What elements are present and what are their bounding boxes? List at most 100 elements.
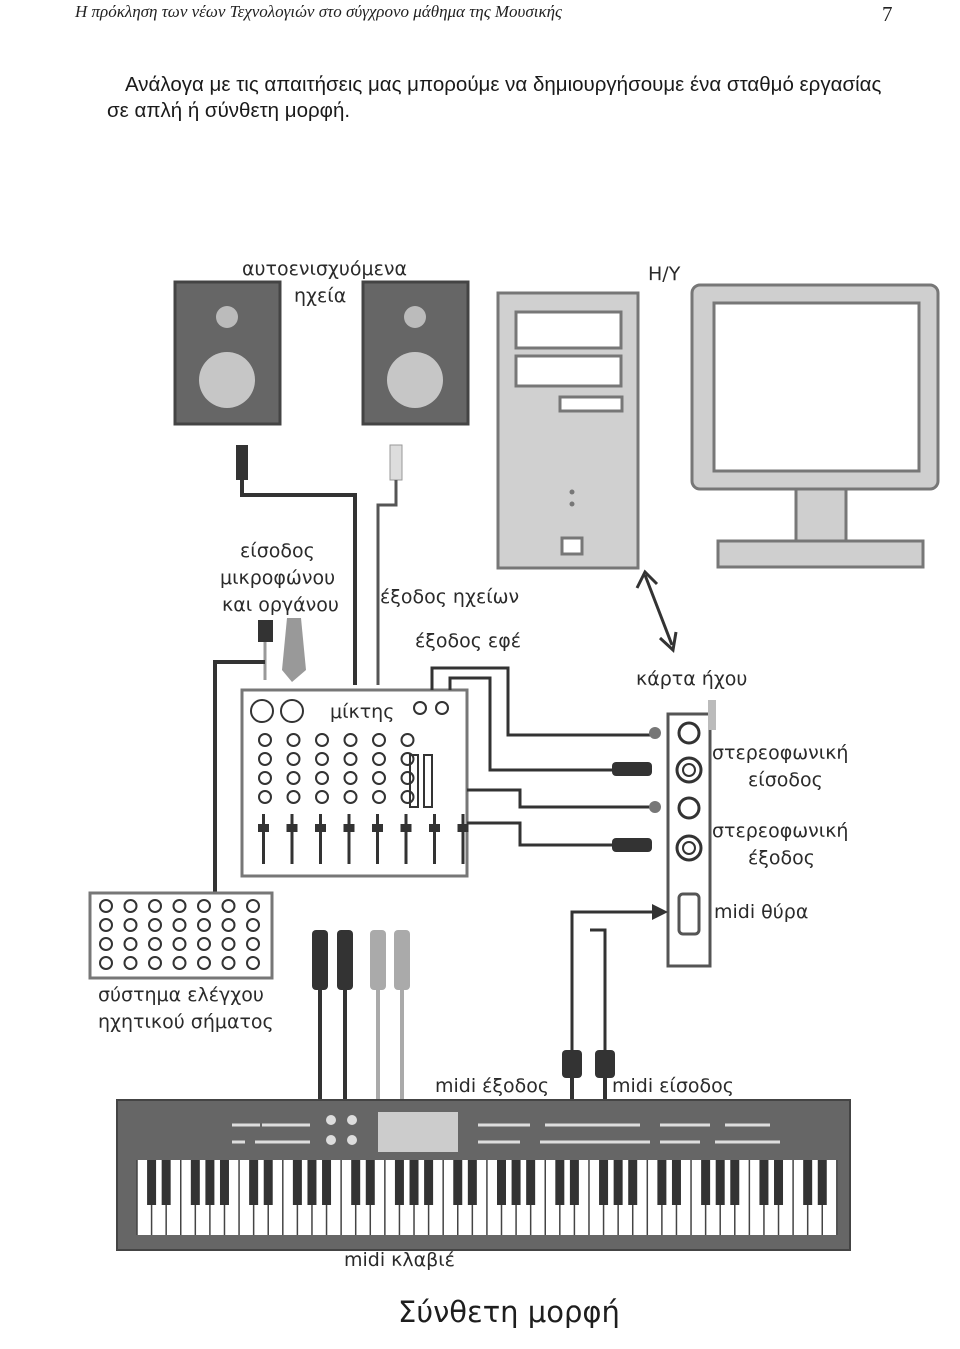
control-knob <box>172 956 187 970</box>
black-key <box>365 1160 375 1205</box>
mixer-knob <box>286 790 301 804</box>
control-knob <box>197 937 211 951</box>
control-knob <box>197 956 211 970</box>
label-control-system-line1: σύστημα ελέγχου <box>98 984 264 1006</box>
control-knob <box>148 937 162 951</box>
soundcard-plugs <box>612 727 661 852</box>
mixer-fader-track <box>290 814 294 864</box>
black-key <box>322 1160 332 1205</box>
mixer-knob <box>343 733 358 747</box>
mixer-knob <box>315 733 329 747</box>
label-speaker-out: έξοδος ηχείων <box>380 586 519 608</box>
black-key <box>701 1160 711 1205</box>
label-midi-keyboard: midi κλαβιέ <box>344 1249 455 1271</box>
label-pc: Η/Υ <box>648 263 681 285</box>
mixer-fader-track <box>319 814 322 864</box>
black-key <box>424 1160 434 1205</box>
control-knob <box>148 956 162 970</box>
black-key <box>613 1160 623 1205</box>
black-key <box>599 1160 609 1205</box>
control-knob <box>221 956 236 970</box>
control-knob <box>172 918 187 932</box>
black-key <box>569 1160 579 1205</box>
control-knob <box>221 918 236 932</box>
control-knob <box>99 918 113 932</box>
control-knob <box>197 899 211 913</box>
mixer-fader-cap <box>343 824 355 832</box>
label-midi-in: midi είσοδος <box>612 1075 734 1097</box>
black-key <box>511 1160 521 1205</box>
mixer-fader-track <box>461 814 465 864</box>
mixer-knob <box>343 790 358 804</box>
mixer-knob <box>315 771 329 785</box>
mixer-fader-cap <box>457 824 469 832</box>
mixer-knob <box>258 771 272 785</box>
label-speakers-line1: αυτοενισχυόμενα <box>242 258 407 280</box>
mixer-knob <box>343 752 358 766</box>
black-key <box>730 1160 740 1205</box>
mixer <box>240 688 469 878</box>
mixer-fader-cap <box>429 824 440 832</box>
black-key <box>526 1160 536 1205</box>
jack-cables <box>312 930 410 1100</box>
control-knob <box>99 937 113 951</box>
mixer-knob <box>286 771 301 785</box>
mixer-fader-track <box>404 814 408 864</box>
label-mixer: μίκτης <box>330 701 394 723</box>
black-key <box>657 1160 667 1205</box>
control-knob <box>123 956 138 970</box>
black-key <box>292 1160 302 1205</box>
black-key <box>715 1160 725 1205</box>
black-key <box>161 1160 171 1205</box>
label-mic-input-line1: είσοδος <box>240 540 315 562</box>
control-knob <box>123 937 138 951</box>
label-stereo-out-line2: έξοδος <box>748 847 815 869</box>
black-key <box>249 1160 259 1205</box>
black-key <box>394 1160 404 1205</box>
control-knob <box>148 918 162 932</box>
mixer-knob <box>400 752 415 766</box>
mic-connectors <box>213 618 306 895</box>
mixer-fader-track <box>262 814 265 864</box>
pc-tower <box>496 291 640 570</box>
mixer-fader-cap <box>286 824 298 832</box>
label-midi-out: midi έξοδος <box>435 1075 549 1097</box>
black-key <box>307 1160 317 1205</box>
black-key <box>219 1160 229 1205</box>
page-number: 7 <box>882 2 893 26</box>
black-key <box>817 1160 827 1205</box>
mixer-fader-cap <box>258 824 269 832</box>
label-mic-input-line2: μικροφώνου <box>220 567 335 589</box>
mixer-knob <box>400 771 415 785</box>
black-key <box>453 1160 463 1205</box>
mixer-knob <box>372 790 386 804</box>
mixer-fader-cap <box>400 824 412 832</box>
midi-in-cable <box>590 928 607 1050</box>
black-key <box>190 1160 200 1205</box>
intro-paragraph: Ανάλογα με τις απαιτήσεις μας μπορούμε ν… <box>107 73 882 122</box>
label-stereo-in-line1: στερεοφωνική <box>712 742 848 764</box>
label-midi-port: midi θύρα <box>714 901 808 923</box>
mixer-fader-track <box>347 814 351 864</box>
control-knob <box>99 899 113 913</box>
black-key <box>671 1160 681 1205</box>
black-key <box>147 1160 157 1205</box>
black-key <box>263 1160 273 1205</box>
mixer-knob <box>286 752 301 766</box>
black-key <box>497 1160 506 1205</box>
mixer-knob <box>372 752 386 766</box>
control-knob <box>148 899 162 913</box>
control-knob <box>246 899 260 913</box>
sound-card <box>666 700 716 968</box>
control-knob <box>246 937 260 951</box>
black-key <box>774 1160 784 1205</box>
midi-keyboard <box>116 1099 851 1251</box>
mixer-knob <box>286 733 301 747</box>
mixer-knob <box>372 771 386 785</box>
control-knob <box>246 918 260 932</box>
control-system <box>88 891 274 980</box>
pc-soundcard-arrow <box>635 569 678 653</box>
mixer-soundcard-cables <box>430 666 650 847</box>
mixer-knob <box>315 790 329 804</box>
control-knob <box>99 956 113 970</box>
